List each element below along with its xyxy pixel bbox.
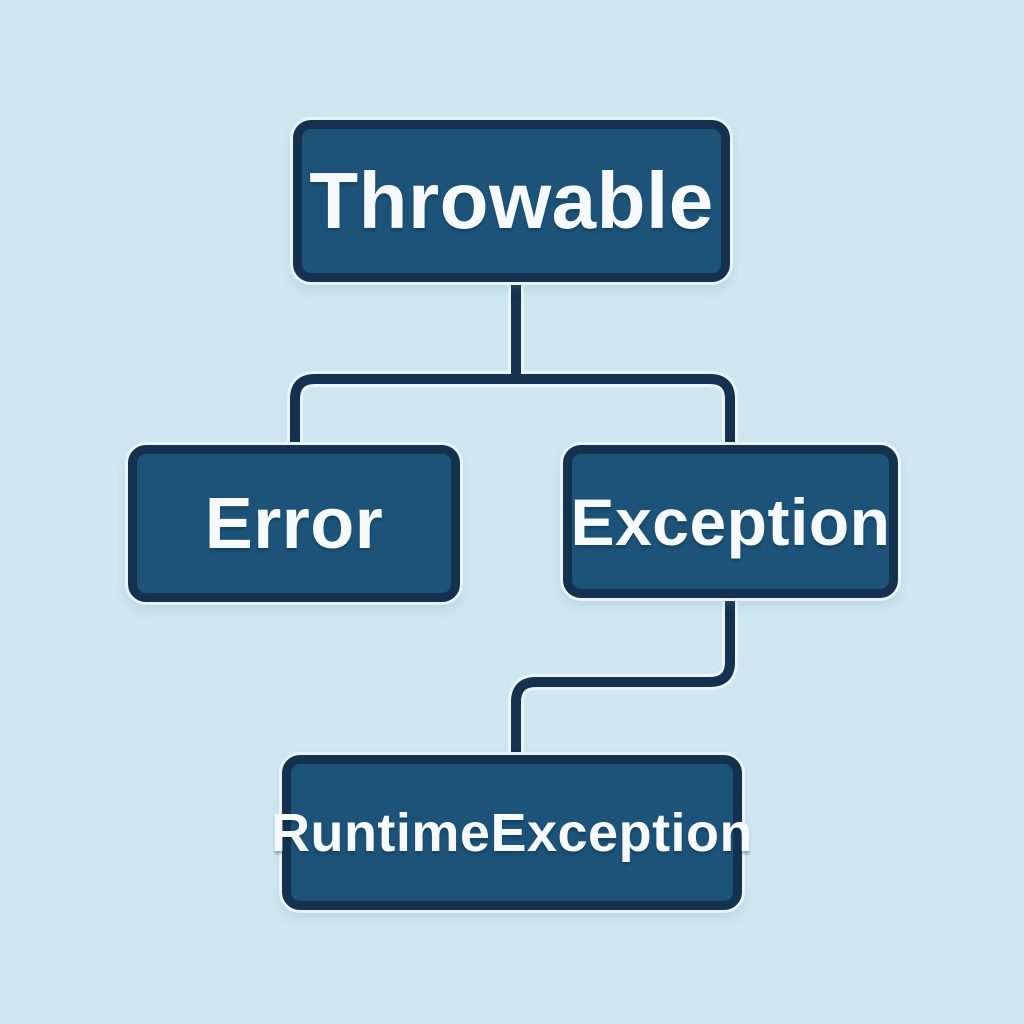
edge-exception-runtime — [511, 594, 735, 759]
node-error: Error — [128, 445, 460, 602]
node-throwable: Throwable — [293, 120, 730, 282]
edge-throwable-branches — [290, 374, 735, 450]
edge-exception-runtime-halo — [508, 594, 738, 759]
edge-throwable-branches-halo — [287, 371, 738, 450]
node-runtime-exception-label: RuntimeException — [270, 802, 754, 863]
node-throwable-label: Throwable — [309, 156, 714, 245]
node-error-label: Error — [204, 483, 384, 564]
node-exception: Exception — [563, 445, 898, 598]
node-exception-label: Exception — [570, 484, 891, 559]
node-runtime-exception: RuntimeException — [271, 755, 753, 910]
